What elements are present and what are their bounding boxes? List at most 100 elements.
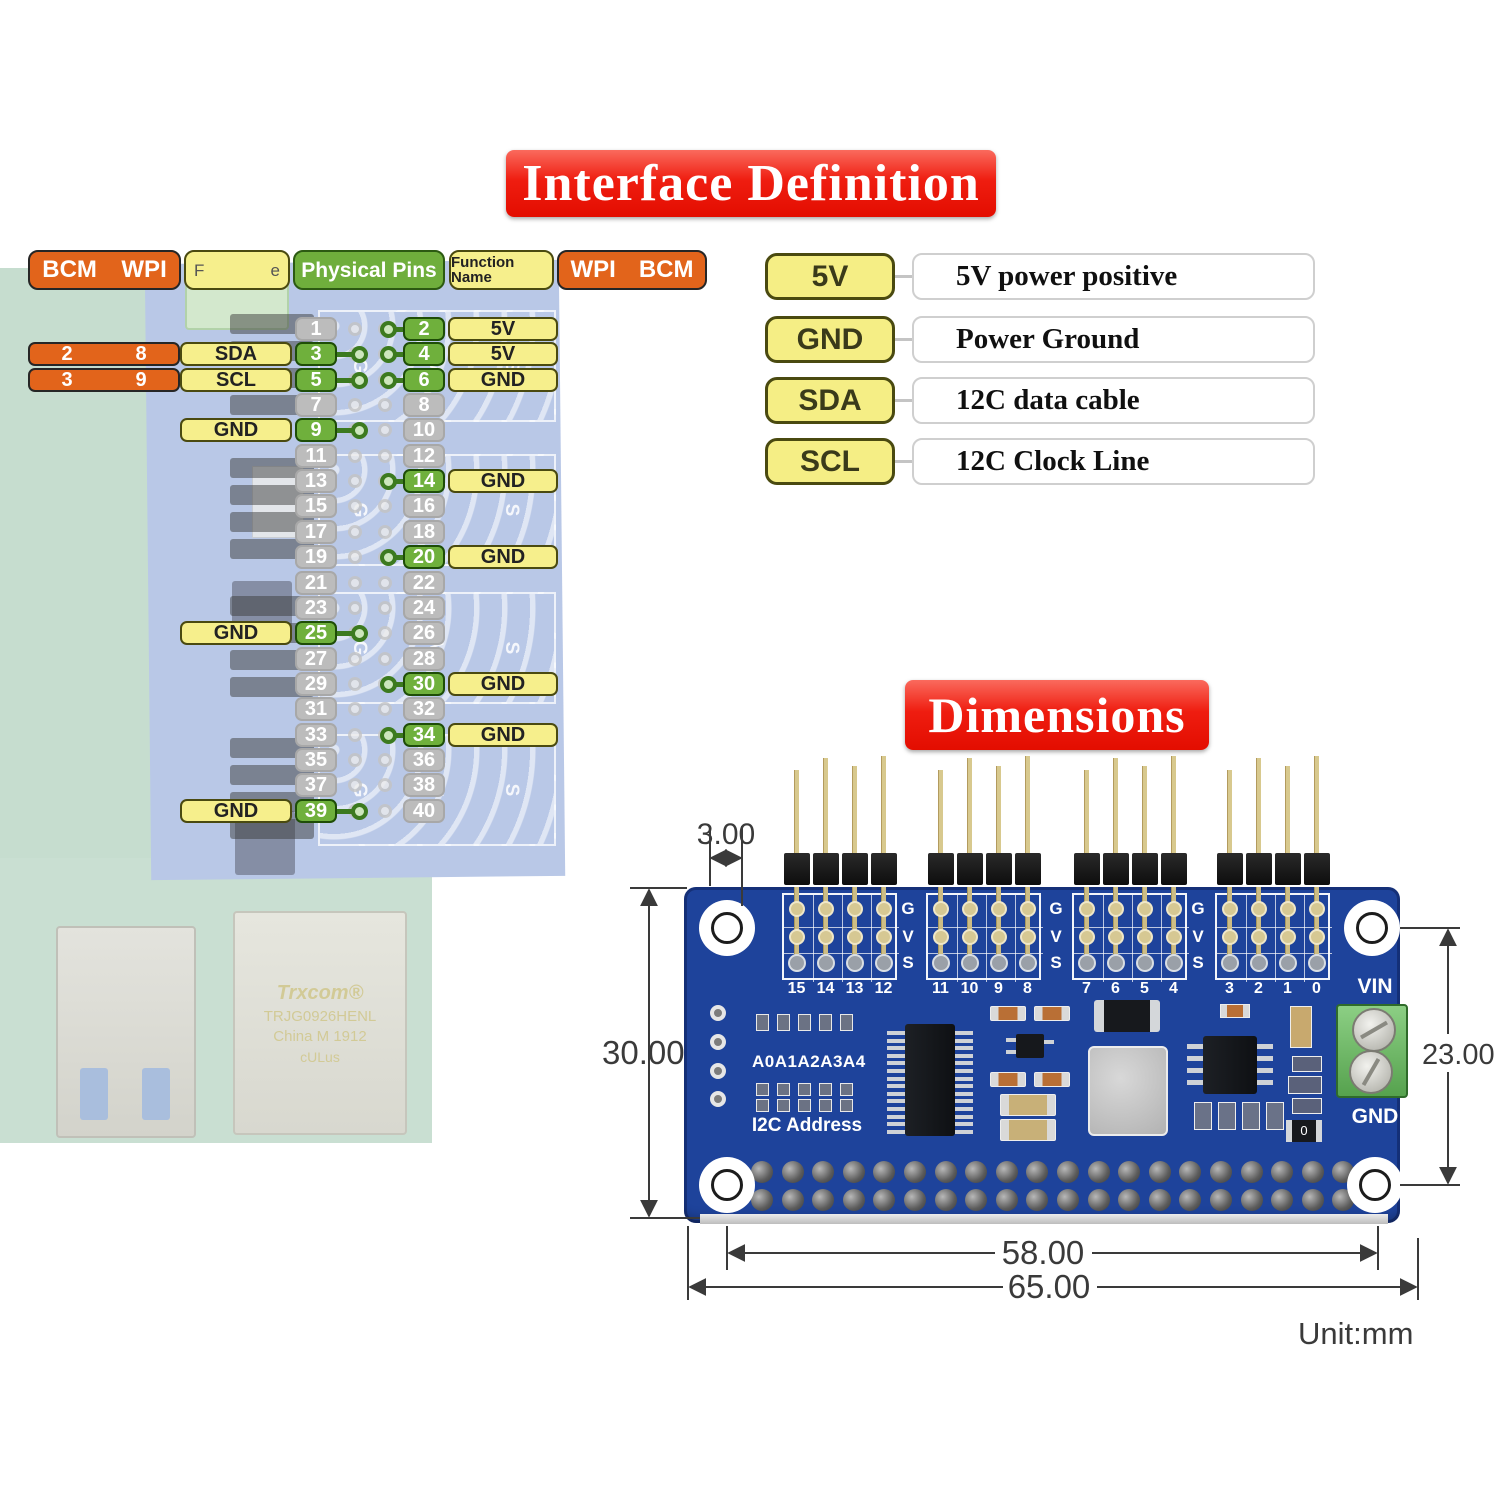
function-badge-left: GND [180,418,292,442]
ic-pin [955,1099,973,1104]
photo-pin-dot [348,728,362,742]
photo-header-block [230,485,314,505]
photo-header-block [230,738,314,758]
pin-badge-right: 38 [403,773,445,797]
photo-pin-dot [378,525,392,539]
gvs-row-label: V [1192,927,1204,946]
i2c-address-label: I2C Address [751,1115,863,1136]
dim-58-value: 58.00 [1002,1234,1085,1271]
legend-description: 5V power positive [912,253,1315,300]
pad-v [961,929,978,945]
gpio-hole [995,1161,1018,1183]
legend-connector-line [893,275,912,278]
pad-v [1136,929,1153,945]
legend-connector-line [893,338,912,341]
gpio-hole [1057,1189,1079,1211]
dim-30-value: 30.00 [602,1034,685,1071]
photo-pin-dot [378,576,392,590]
gpio-hole [1301,1161,1324,1183]
pad-s [1220,954,1239,972]
header-faded-e: e [270,260,280,280]
legend-badge-gnd: GND [765,316,895,363]
gpio-hole [1148,1161,1171,1183]
gpio-hole [965,1161,988,1183]
photo-header-block [230,395,314,415]
pad-v [1165,929,1182,945]
pin-badge-left: 21 [295,571,337,595]
header-wpi-label: WPI [121,256,167,283]
gpio-hole [1240,1161,1263,1183]
servo-channel-number: 5 [1140,980,1149,997]
pin-connector-stem [395,682,404,687]
gpio-hole [965,1189,988,1211]
photo-pin-dot [378,601,392,615]
header-function-name: Function Name [449,250,554,290]
header-plastic-block [1131,853,1158,885]
header-plastic-block [1073,853,1100,885]
servo-channel-number: 13 [845,980,864,997]
grid-vline [871,895,872,982]
ethernet-cert: cULus [300,1048,340,1065]
pad-g [788,901,805,917]
header-pin-upper [1314,756,1319,855]
pin-badge-right: 10 [403,418,445,442]
gpio-hole [1210,1161,1232,1183]
grid-vline [1132,895,1133,982]
silk-resistor [819,1014,832,1031]
gpio-hole [1210,1189,1232,1211]
gvs-row-label: S [1050,953,1062,972]
pad-v [1308,929,1325,945]
pin-connector-stem [337,352,353,357]
ic-pin [955,1091,973,1096]
ic-pin [955,1031,973,1035]
pin-connector-stem [395,352,404,357]
photo-pin-dot [378,753,392,767]
servo-channel-number: 6 [1111,980,1120,997]
smd-part [1292,1098,1322,1114]
servo-channel-number: 3 [1225,980,1234,997]
servo-channel-number: 9 [994,980,1003,997]
pin-connector-stem [395,327,404,332]
ic-pin [955,1053,973,1058]
gpio-hole [995,1189,1018,1211]
sot23-transistor [1016,1034,1044,1058]
header-bcm-label2: BCM [638,256,694,283]
pad-g [1279,901,1296,917]
legend-description: 12C data cable [912,377,1315,424]
smd-capacitor [1000,1094,1056,1116]
ic-pin [887,1099,905,1104]
pad-s [816,954,835,972]
bcm-number: 2 [61,343,73,365]
interface-definition-title: Interface Definition [506,150,996,217]
gpio-hole [842,1189,865,1211]
pad-s [845,954,864,972]
header-plastic-block [1216,853,1243,885]
header-pin-lower [1227,887,1232,967]
function-badge-right: 5V [448,342,558,366]
usb-tongue [80,1068,108,1120]
silk-resistor [840,1014,853,1031]
pad-s [960,954,979,972]
pad-g [1107,901,1124,917]
tantalum-cap [1290,1006,1312,1048]
ic-pin [887,1038,905,1043]
header-pin-upper [1084,770,1089,855]
gnd-silk-label: GND [1351,1105,1399,1128]
photo-gvs-letter: S [501,641,522,655]
pin-connector-stem [395,733,404,738]
gpio-hole [1179,1161,1202,1183]
ic-pin [887,1076,905,1081]
photo-header-block [230,539,314,559]
pin-badge-right: 34 [403,723,445,747]
silk-resistor [777,1014,790,1031]
power-inductor [1088,1046,1168,1136]
ethernet-jack: Trxcom® TRJG0926HENL China M 1912 cULus [233,911,407,1135]
photo-pin-dot [378,398,392,412]
ic-pin [1187,1080,1205,1085]
header-plastic-block [1274,853,1301,885]
grid-vline [1246,895,1247,982]
photo-pin-dot [348,677,362,691]
smd-resistor [1034,1006,1070,1021]
pin-badge-left: 31 [295,697,337,721]
pin-badge-right: 26 [403,621,445,645]
